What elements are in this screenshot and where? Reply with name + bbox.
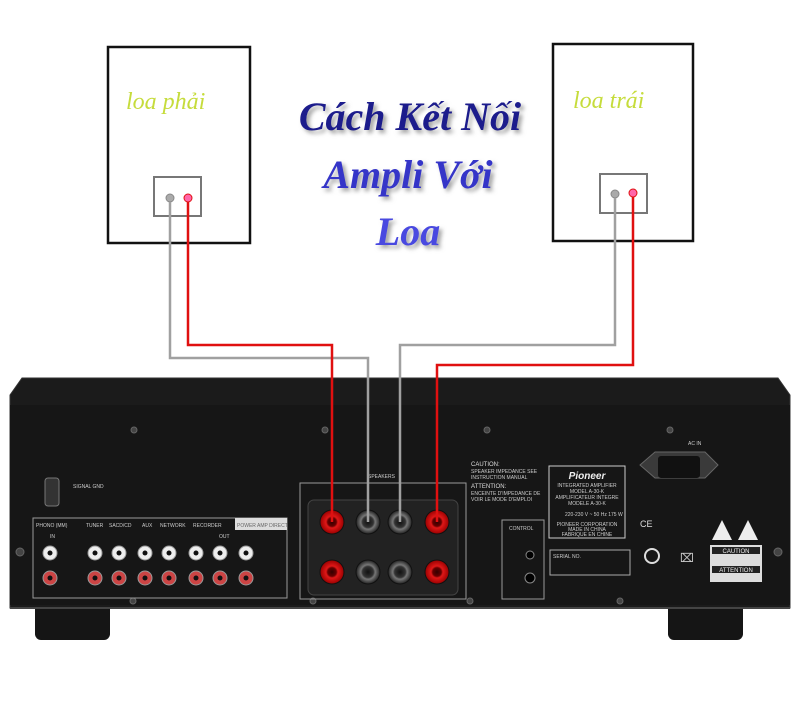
plate-line: MODEL A-30-K [570, 489, 605, 495]
caution-block: CAUTION: SPEAKER IMPEDANCE SEE INSTRUCTI… [471, 462, 545, 506]
ground-label: SIGNAL GND [73, 484, 104, 490]
title-line-1: Cách Kết Nối [299, 94, 521, 139]
left-speaker: loa trái [551, 42, 695, 243]
diagram-title: Cách Kết Nối Ampli Với Loa [299, 94, 521, 254]
title-line-2: Ampli Với [320, 152, 492, 197]
wire-left-negative [398, 198, 617, 522]
plate-line: MODELE A-30-K [568, 501, 606, 507]
caution-title: CAUTION: [471, 462, 500, 468]
attention-title: ATTENTION: [471, 484, 507, 490]
left-speaker-label: loa trái [573, 88, 644, 114]
plate-line: INTEGRATED AMPLIFIER [557, 483, 617, 489]
amp-foot-right [668, 600, 743, 640]
right-speaker: loa phải [106, 45, 252, 245]
title-line-3: Loa [375, 209, 440, 254]
ground-terminal [44, 477, 60, 507]
corp-line: MADE IN CHINA [568, 527, 606, 533]
speaker-post-positive[interactable] [424, 559, 450, 585]
speaker-post-negative[interactable] [355, 559, 381, 585]
name-plate [548, 465, 626, 539]
power-rating: 220-230 V ~ 50 Hz 175 W [565, 512, 623, 518]
input-panel [32, 517, 288, 599]
attention-text: ENCEINTE D'IMPEDANCE DE VOIR LE MODE D'E… [471, 491, 541, 503]
in-label: IN [50, 534, 55, 540]
warning-triangle-icons [712, 520, 758, 540]
speaker-wires [168, 197, 635, 522]
left-speaker-terminal [599, 173, 648, 214]
wire-right-positive [186, 202, 334, 522]
right-speaker-terminal [153, 176, 202, 217]
speaker-post-positive[interactable] [319, 559, 345, 585]
corp-line: FABRIQUE EN CHINE [562, 532, 613, 538]
section-tuner: TUNER [86, 523, 104, 529]
speakers-label: SPEAKERS [368, 474, 396, 480]
section-sacd: SACD/CD [109, 523, 132, 529]
warning-attention: ATTENTION [719, 568, 753, 574]
serial-label: SERIAL NO. [553, 554, 581, 560]
ac-in-label: AC IN [688, 441, 702, 447]
speaker-post-negative[interactable] [387, 559, 413, 585]
wire-left-positive [435, 197, 635, 522]
warning-caution: CAUTION [723, 549, 750, 555]
control-jack [524, 572, 536, 584]
speaker-terminal-panel [299, 482, 467, 600]
amp-foot-left [35, 600, 110, 640]
right-speaker-label: loa phải [126, 89, 205, 115]
section-aux: AUX [142, 523, 153, 529]
out-label: OUT [219, 534, 230, 540]
ce-mark-icon: CE [640, 519, 653, 529]
rca-jacks[interactable] [42, 545, 254, 586]
section-phono: PHONO (MM) [36, 523, 68, 529]
control-jack [525, 550, 535, 560]
control-label: CONTROL [509, 526, 534, 532]
wire-right-negative [168, 202, 370, 522]
plate-line: AMPLIFICATEUR INTEGRE [555, 495, 619, 501]
section-recorder: RECORDER [193, 523, 222, 529]
caution-text: SPEAKER IMPEDANCE SEE INSTRUCTION MANUAL [471, 469, 538, 481]
weee-bin-icon: ⌧ [680, 551, 694, 565]
control-panel [501, 519, 545, 600]
section-network: NETWORK [160, 523, 186, 529]
brand-logo: Pioneer [569, 471, 607, 482]
section-power-amp-direct: POWER AMP DIRECT [237, 523, 288, 529]
pct-mark-icon [644, 548, 660, 564]
corp-line: PIONEER CORPORATION [557, 522, 618, 528]
